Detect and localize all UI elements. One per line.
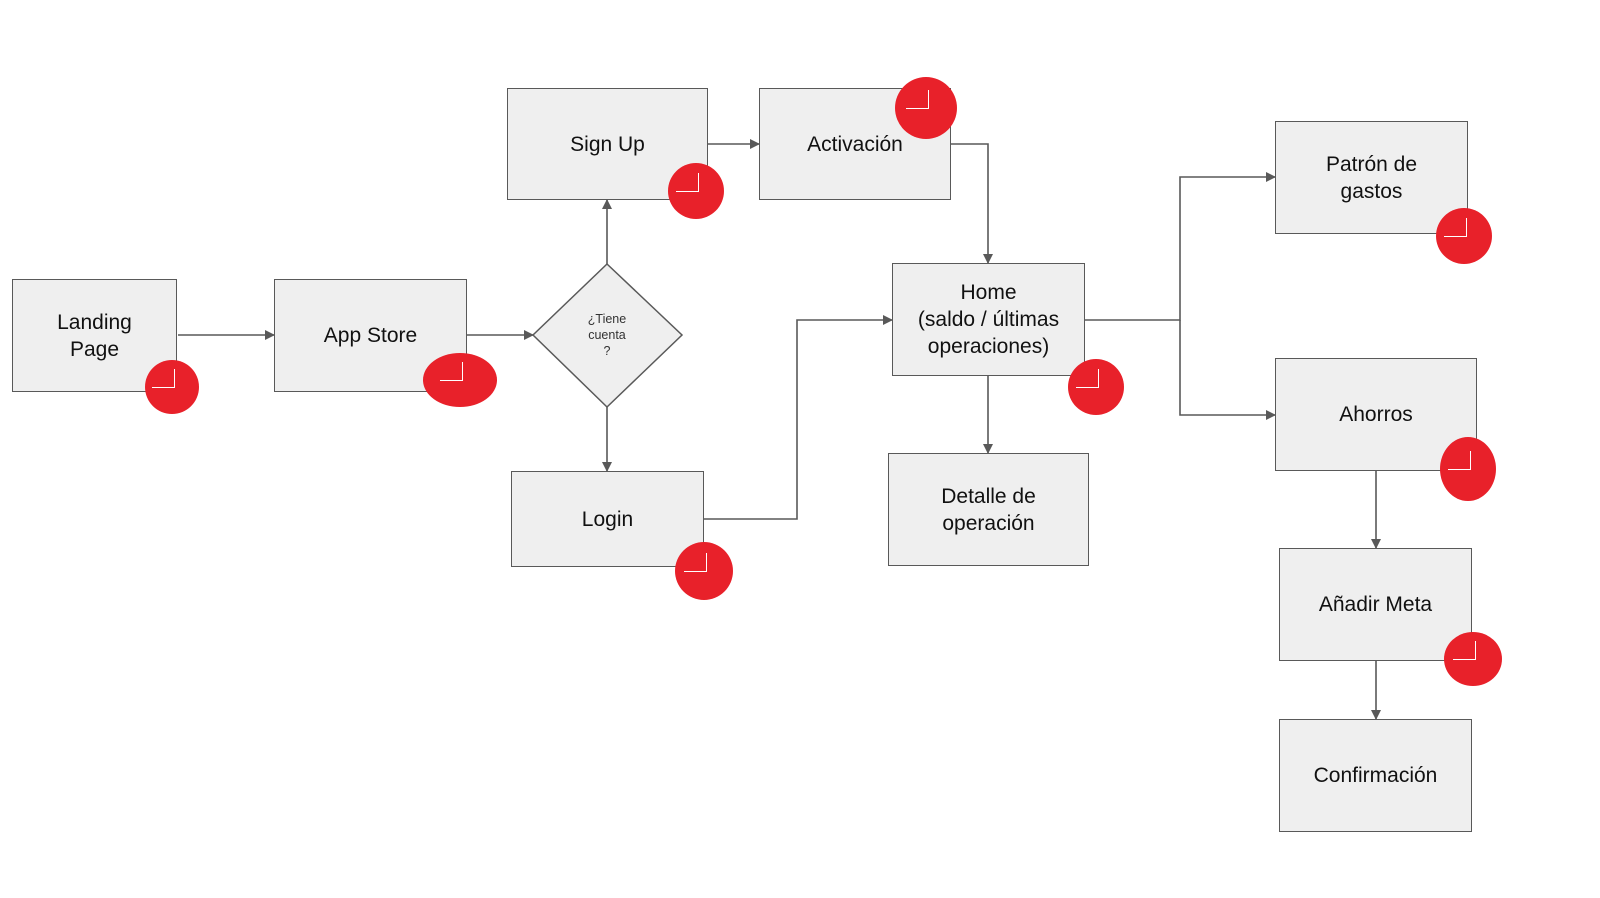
node-home: Home (saldo / últimas operaciones)	[892, 263, 1085, 376]
marker-dot-ahorros	[1440, 437, 1496, 501]
corner-glyph-icon	[1076, 369, 1099, 388]
edge-activacion-to-home	[951, 143, 993, 264]
node-confirmacion: Confirmación	[1279, 719, 1472, 832]
marker-dot-appstore	[423, 353, 497, 407]
node-detalle: Detalle de operación	[888, 453, 1089, 566]
marker-dot-anadir	[1444, 632, 1502, 686]
corner-glyph-icon	[1444, 218, 1467, 237]
edges-layer	[178, 139, 1381, 720]
marker-dot-landing	[145, 360, 199, 414]
edge-home-to-ahorros	[1179, 320, 1276, 420]
corner-glyph-icon	[906, 90, 929, 109]
marker-dot-activacion	[895, 77, 957, 139]
node-anadir: Añadir Meta	[1279, 548, 1472, 661]
decision-tiene-cuenta	[531, 262, 684, 409]
corner-glyph-icon	[152, 369, 175, 388]
decision-label: ¿Tiene cuenta ?	[587, 312, 627, 358]
corner-glyph-icon	[676, 173, 699, 192]
marker-dot-signup	[668, 163, 724, 219]
corner-glyph-icon	[440, 362, 463, 381]
marker-dot-home	[1068, 359, 1124, 415]
node-login: Login	[511, 471, 704, 567]
edge-login-to-home	[704, 315, 893, 520]
edge-home-to-patron	[1085, 172, 1276, 321]
node-patron: Patrón de gastos	[1275, 121, 1468, 234]
corner-glyph-icon	[1448, 451, 1471, 470]
corner-glyph-icon	[1453, 641, 1476, 660]
corner-glyph-icon	[684, 553, 707, 572]
marker-dot-patron	[1436, 208, 1492, 264]
marker-dot-login	[675, 542, 733, 600]
